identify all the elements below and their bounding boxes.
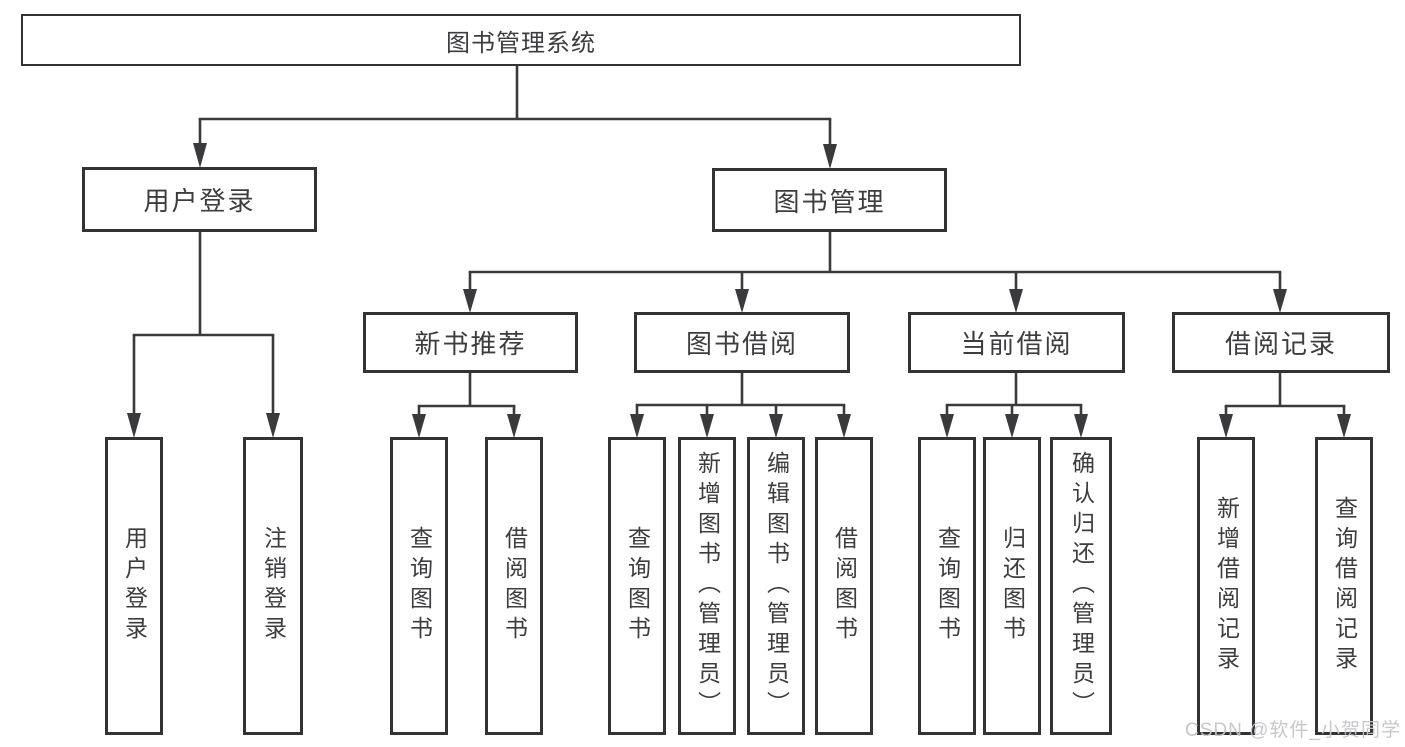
node-current-borrow: 当前借阅: [908, 312, 1125, 373]
node-book-borrow: 图书借阅: [634, 312, 850, 373]
leaf-add-books-admin: 新增图书（管理员）: [678, 437, 736, 735]
leaf-query-borrow-record: 查询借阅记录: [1315, 437, 1373, 735]
leaf-query-books-new: 查询图书: [390, 437, 448, 735]
node-user-login: 用户登录: [82, 167, 317, 232]
csdn-watermark: CSDN @软件_小贺同学: [1185, 720, 1401, 741]
node-root-system: 图书管理系统: [21, 14, 1021, 66]
leaf-user-login: 用户登录: [105, 437, 163, 735]
leaf-add-borrow-record: 新增借阅记录: [1197, 437, 1255, 735]
leaf-return-books: 归还图书: [983, 437, 1041, 735]
leaf-borrow-books-new: 借阅图书: [485, 437, 543, 735]
node-book-management: 图书管理: [712, 168, 947, 232]
leaf-edit-books-admin: 编辑图书（管理员）: [747, 437, 805, 735]
leaf-borrow-books: 借阅图书: [815, 437, 873, 735]
leaf-confirm-return-admin: 确认归还（管理员）: [1050, 437, 1112, 735]
leaf-logout: 注销登录: [243, 437, 303, 735]
leaf-query-books-borrow: 查询图书: [608, 437, 666, 735]
node-new-book-recommend: 新书推荐: [363, 312, 578, 373]
arrowheads: [127, 143, 1351, 438]
leaf-query-books-current: 查询图书: [918, 437, 976, 735]
node-borrow-records: 借阅记录: [1172, 312, 1390, 373]
